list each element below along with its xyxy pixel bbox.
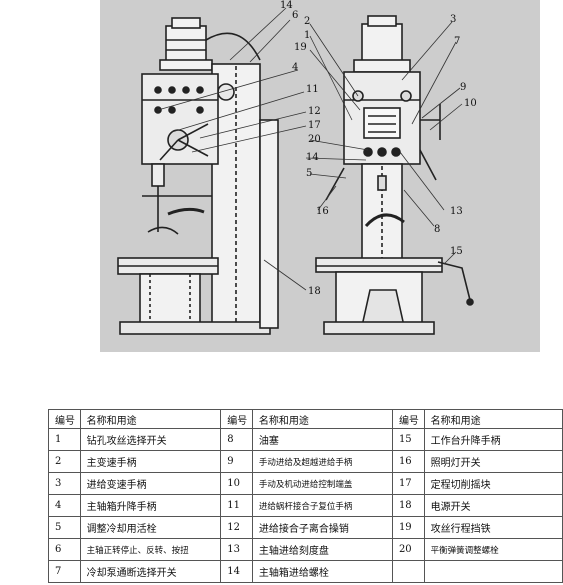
part-name: 手动及机动进给控制端盖 xyxy=(251,472,393,495)
part-number: 17 xyxy=(391,472,425,495)
part-number: 16 xyxy=(391,450,425,473)
part-number: 5 xyxy=(48,516,81,539)
parts-table: 编号 名称和用途 编号 名称和用途 编号 名称和用途 1 钻孔攻丝选择开关 8 … xyxy=(48,409,563,583)
header-cell: 名称和用途 xyxy=(79,409,222,429)
part-name: 进给接合子离合操销 xyxy=(251,516,393,539)
callout-label: 15 xyxy=(450,246,463,257)
header-cell: 名称和用途 xyxy=(423,409,563,429)
left-callouts: 14 6 2 19 1 4 11 12 17 20 14 5 16 xyxy=(280,0,329,217)
part-name: 油塞 xyxy=(251,428,393,451)
callout-label: 10 xyxy=(464,98,477,109)
right-callouts: 3 7 9 10 13 8 15 18 xyxy=(308,14,477,297)
callout-label: 7 xyxy=(454,36,460,47)
part-number: 8 xyxy=(220,428,253,451)
part-name: 照明灯开关 xyxy=(423,450,563,473)
table-row: 6 主轴正转停止、反转、按扭 13 主轴进给刻度盘 20 平衡弹簧调整螺栓 xyxy=(48,538,563,561)
callout-label: 4 xyxy=(292,62,298,73)
table-header-row: 编号 名称和用途 编号 名称和用途 编号 名称和用途 xyxy=(48,409,563,429)
table-row: 2 主变速手柄 9 手动进给及超越进给手柄 16 照明灯开关 xyxy=(48,450,563,473)
front-view xyxy=(315,15,474,335)
part-number: 4 xyxy=(48,494,81,517)
side-view xyxy=(117,17,279,335)
part-name: 主变速手柄 xyxy=(79,450,222,473)
part-number: 7 xyxy=(48,560,81,583)
part-name: 攻丝行程挡铁 xyxy=(423,516,563,539)
part-number: 3 xyxy=(48,472,81,495)
part-name: 平衡弹簧调整螺栓 xyxy=(423,538,563,561)
part-name: 冷却泵通断选择开关 xyxy=(79,560,222,583)
callout-label: 6 xyxy=(292,10,298,21)
drill-press-drawing: 14 6 2 19 1 4 11 12 17 20 14 5 16 3 7 9 … xyxy=(117,0,477,335)
leader-lines xyxy=(157,7,463,291)
callout-label: 14 xyxy=(306,152,319,163)
part-number: 11 xyxy=(220,494,253,517)
callout-label: 1 xyxy=(304,30,310,41)
part-name: 定程切削摇块 xyxy=(423,472,563,495)
callout-label: 16 xyxy=(316,206,329,217)
part-number: 20 xyxy=(391,538,425,561)
part-number xyxy=(391,560,425,583)
part-number: 19 xyxy=(391,516,425,539)
callout-label: 12 xyxy=(308,106,321,117)
table-row: 4 主轴箱升降手柄 11 进给蜗杆接合子复位手柄 18 电源开关 xyxy=(48,494,563,517)
part-name: 主轴进给刻度盘 xyxy=(251,538,393,561)
callout-label: 8 xyxy=(434,224,440,235)
table-row: 1 钻孔攻丝选择开关 8 油塞 15 工作台升降手柄 xyxy=(48,428,563,451)
header-cell: 编号 xyxy=(391,409,425,429)
part-name: 进给变速手柄 xyxy=(79,472,222,495)
part-number: 1 xyxy=(48,428,81,451)
callout-label: 13 xyxy=(450,206,463,217)
callout-label: 5 xyxy=(306,168,312,179)
callout-label: 19 xyxy=(294,42,307,53)
part-name: 主轴箱进给螺栓 xyxy=(251,560,393,583)
part-name: 进给蜗杆接合子复位手柄 xyxy=(251,494,393,517)
part-number: 6 xyxy=(48,538,81,561)
part-number: 12 xyxy=(220,516,253,539)
part-name: 主轴正转停止、反转、按扭 xyxy=(79,538,222,561)
part-number: 2 xyxy=(48,450,81,473)
part-name: 工作台升降手柄 xyxy=(423,428,563,451)
part-name: 调整冷却用活栓 xyxy=(79,516,222,539)
part-number: 18 xyxy=(391,494,425,517)
part-number: 14 xyxy=(220,560,253,583)
part-name: 钻孔攻丝选择开关 xyxy=(79,428,222,451)
callout-label: 14 xyxy=(280,0,293,11)
callout-label: 18 xyxy=(308,286,321,297)
callout-label: 17 xyxy=(308,120,321,131)
part-name: 主轴箱升降手柄 xyxy=(79,494,222,517)
callout-label: 9 xyxy=(460,82,466,93)
callout-label: 20 xyxy=(308,134,321,145)
drill-press-figure: 14 6 2 19 1 4 11 12 17 20 14 5 16 3 7 9 … xyxy=(100,0,540,352)
table-row: 3 进给变速手柄 10 手动及机动进给控制端盖 17 定程切削摇块 xyxy=(48,472,563,495)
callout-label: 3 xyxy=(450,14,456,25)
part-name: 手动进给及超越进给手柄 xyxy=(251,450,393,473)
table-row: 7 冷却泵通断选择开关 14 主轴箱进给螺栓 xyxy=(48,560,563,583)
callout-label: 11 xyxy=(306,84,319,95)
part-number: 15 xyxy=(391,428,425,451)
table-row: 5 调整冷却用活栓 12 进给接合子离合操销 19 攻丝行程挡铁 xyxy=(48,516,563,539)
header-cell: 编号 xyxy=(48,409,81,429)
part-number: 10 xyxy=(220,472,253,495)
part-number: 13 xyxy=(220,538,253,561)
callout-label: 2 xyxy=(304,16,310,27)
part-name: 电源开关 xyxy=(423,494,563,517)
header-cell: 编号 xyxy=(220,409,253,429)
part-name xyxy=(423,560,563,583)
header-cell: 名称和用途 xyxy=(251,409,393,429)
part-number: 9 xyxy=(220,450,253,473)
